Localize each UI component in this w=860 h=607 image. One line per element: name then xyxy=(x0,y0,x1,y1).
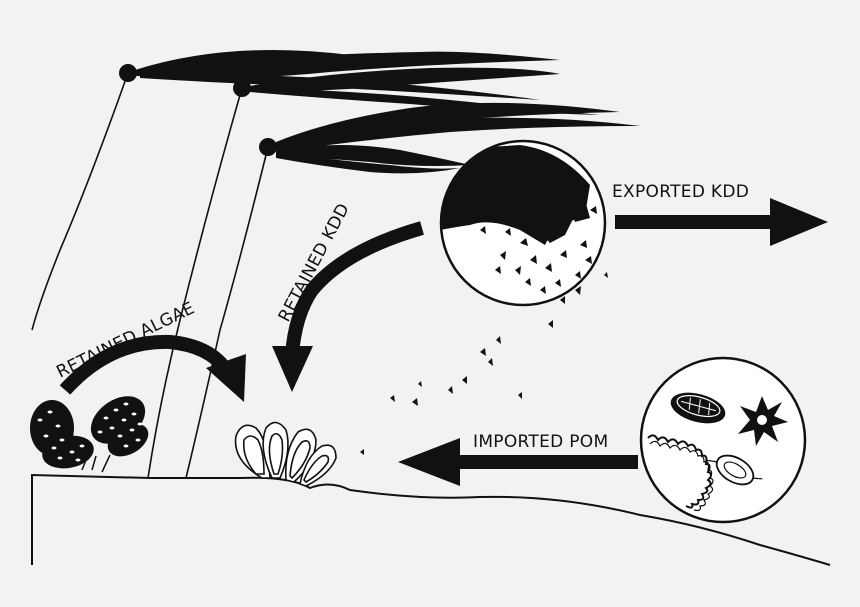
seafloor-line xyxy=(31,473,831,566)
imported-pom-arrow xyxy=(398,438,638,486)
exported-kdd-label: EXPORTED KDD xyxy=(612,182,749,202)
retained-kdd-arrow xyxy=(272,221,424,392)
imported-pom-label: IMPORTED POM xyxy=(473,432,608,452)
algae-clumps xyxy=(30,396,149,473)
chain-diatom-icon xyxy=(647,434,714,512)
detritus-zoom-circle xyxy=(439,139,607,307)
pom-zoom-circle xyxy=(639,356,807,524)
detritus-fragments xyxy=(480,206,597,294)
kelp-stipes xyxy=(31,72,269,479)
retained-algae-arrow xyxy=(59,334,246,402)
mussel-cluster-icon xyxy=(234,421,337,487)
exported-kdd-arrow xyxy=(615,198,828,246)
copepod-shell-icon xyxy=(705,454,763,486)
radiolarian-icon xyxy=(738,396,788,446)
sinking-particles xyxy=(360,272,608,455)
diatom-icon xyxy=(670,392,726,424)
kelp-frond-icon xyxy=(135,50,640,174)
